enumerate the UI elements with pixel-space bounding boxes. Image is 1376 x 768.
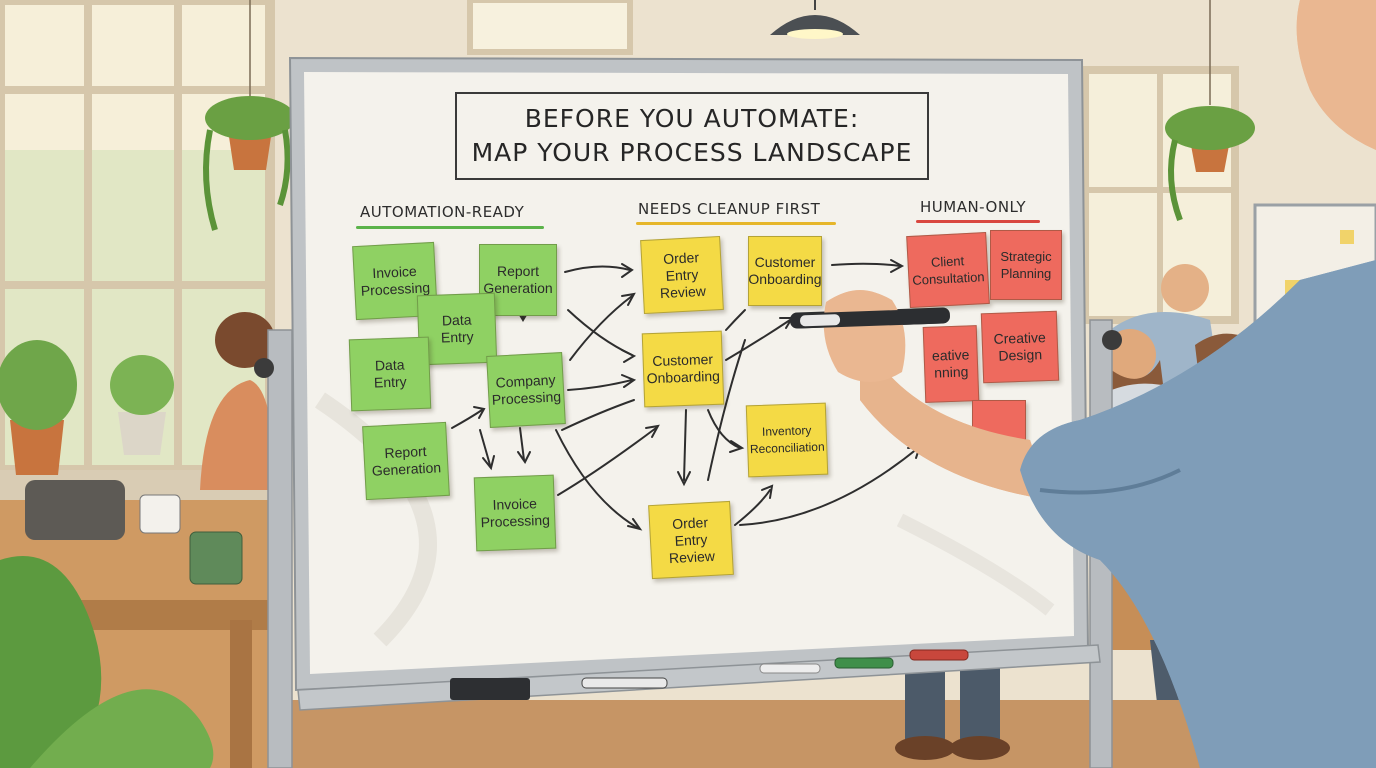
column-heading-automation-ready: AUTOMATION-READY xyxy=(360,203,525,221)
eraser[interactable] xyxy=(450,678,530,700)
hanging-plant-left xyxy=(203,0,295,231)
sticky-note-blank[interactable] xyxy=(972,400,1026,440)
title-line-2: MAP YOUR PROCESS LANDSCAPE xyxy=(471,138,913,167)
sticky-note[interactable]: Customer Onboarding xyxy=(748,236,822,306)
column-heading-human-only: HUMAN-ONLY xyxy=(920,198,1027,216)
marker-black[interactable] xyxy=(581,677,668,689)
underline-green xyxy=(356,226,544,229)
title-line-1: BEFORE YOU AUTOMATE: xyxy=(524,104,860,133)
foreground-plant xyxy=(0,556,102,768)
marker-red[interactable] xyxy=(909,649,969,661)
marker-green[interactable] xyxy=(834,657,894,669)
sticky-note[interactable]: Strategic Planning xyxy=(990,230,1062,300)
potted-plant xyxy=(10,420,64,475)
underline-red xyxy=(916,220,1040,223)
marker-white[interactable] xyxy=(759,663,821,674)
coffee-mug xyxy=(189,531,243,585)
underline-yellow xyxy=(636,222,836,225)
hanging-plant-right xyxy=(1165,0,1255,222)
whiteboard-title: BEFORE YOU AUTOMATE: MAP YOUR PROCESS LA… xyxy=(455,92,929,180)
column-heading-needs-cleanup: NEEDS CLEANUP FIRST xyxy=(638,200,821,218)
